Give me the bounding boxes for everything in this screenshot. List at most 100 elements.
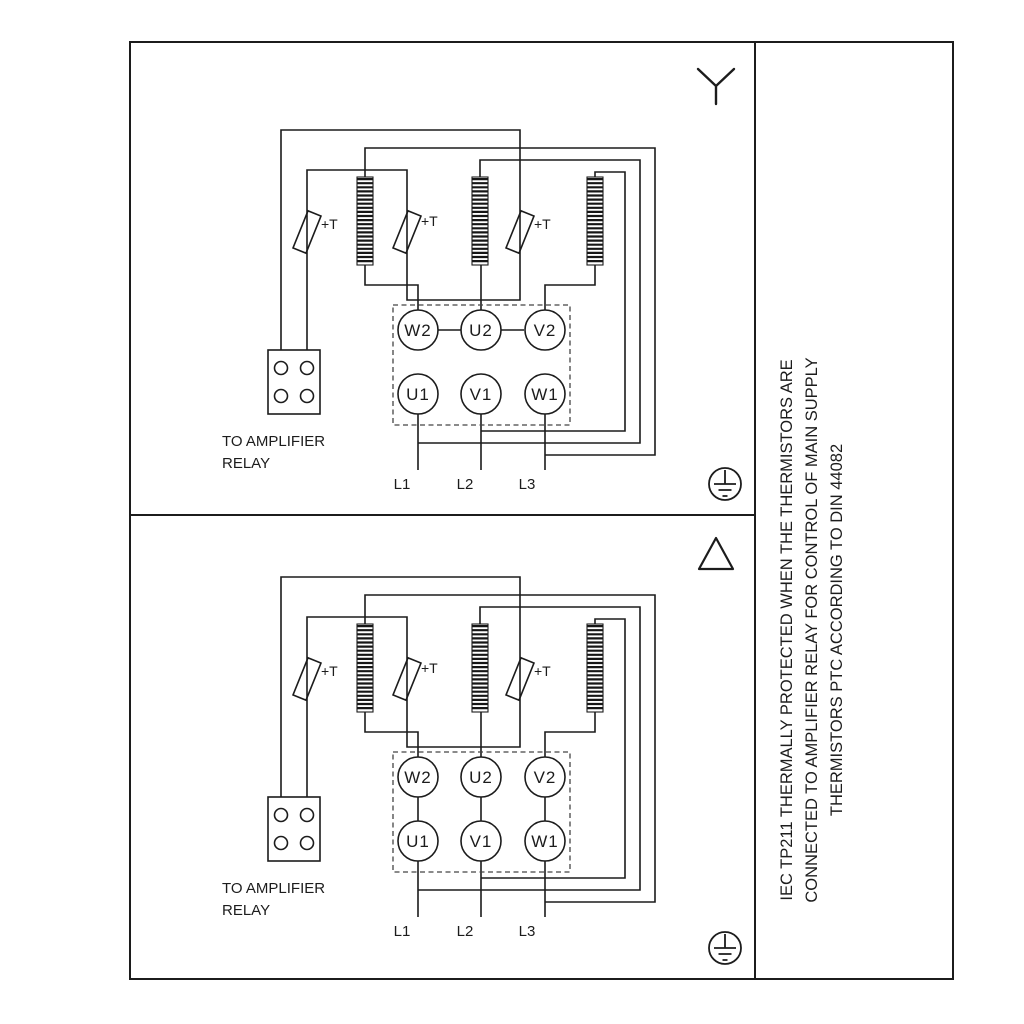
- terminal-u1: [397, 820, 439, 862]
- thermistor-label-1: +T: [321, 663, 338, 679]
- thermistor-label-3: +T: [534, 216, 551, 232]
- terminal-box: W2 U2 V2 U1 V1 W1: [392, 304, 571, 426]
- phase-label-l1: L1: [394, 476, 411, 493]
- winding-outline-3: [586, 623, 604, 713]
- terminal-label-v2: V2: [534, 321, 557, 340]
- thermistor-label-2: +T: [421, 213, 438, 229]
- phase-lead-wires: [417, 414, 546, 470]
- terminal-label-v1: V1: [470, 832, 493, 851]
- side-note: IEC TP211 THERMALLY PROTECTED WHEN THE T…: [778, 357, 846, 902]
- winding-outline-1: [356, 623, 374, 713]
- relay-box: [267, 349, 321, 415]
- relay-caption-line1: TO AMPLIFIER: [222, 433, 325, 450]
- thermistor-body-3: [504, 656, 536, 702]
- captions: TO AMPLIFIER RELAY L1 L2 L3: [222, 433, 535, 493]
- thermistor-body-2: [391, 209, 423, 255]
- winding-w-wrap-wire: [364, 147, 656, 456]
- phase-label-l1: L1: [394, 923, 411, 940]
- motor-windings: [356, 623, 604, 713]
- winding-outline-3: [586, 176, 604, 266]
- relay-pin: [299, 807, 315, 823]
- thermistor-chain-wire: [280, 129, 521, 350]
- winding-w-wrap-wire: [364, 594, 656, 903]
- relay-pin: [299, 835, 315, 851]
- star-symbol-icon: [696, 67, 736, 106]
- terminal-label-u2: U2: [469, 321, 493, 340]
- frame: [129, 41, 954, 980]
- captions: TO AMPLIFIER RELAY L1 L2 L3: [222, 880, 535, 940]
- wiring-section-delta: +T +T +T W2 U2: [222, 576, 656, 940]
- terminal-label-u1: U1: [406, 385, 430, 404]
- winding-outline-2: [471, 623, 489, 713]
- terminal-w2: [397, 756, 439, 798]
- relay-pin: [273, 807, 289, 823]
- thermistor-body-2: [391, 656, 423, 702]
- terminal-label-v1: V1: [470, 385, 493, 404]
- thermistor-body-3: [504, 209, 536, 255]
- relay-caption-line2: RELAY: [222, 455, 270, 472]
- terminal-v2: [524, 756, 566, 798]
- terminal-v2: [524, 309, 566, 351]
- terminal-label-v2: V2: [534, 768, 557, 787]
- thermistors: +T +T +T: [291, 656, 551, 702]
- terminal-u2: [460, 309, 502, 351]
- winding-outline-2: [471, 176, 489, 266]
- terminal-link-wires: [364, 712, 596, 757]
- winding-u-wrap-wire: [418, 159, 641, 444]
- motor-windings: [356, 176, 604, 266]
- terminal-u1: [397, 373, 439, 415]
- terminal-w2: [397, 309, 439, 351]
- terminal-u2: [460, 756, 502, 798]
- phase-label-l3: L3: [519, 923, 536, 940]
- thermistor-body-1: [291, 656, 323, 702]
- terminal-label-w1: W1: [531, 385, 559, 404]
- wiring-section-star: +T +T +T W2 U2: [222, 129, 656, 493]
- phase-lead-wires: [417, 861, 546, 917]
- terminal-label-w2: W2: [404, 321, 432, 340]
- ground-icon-bottom: [708, 931, 742, 965]
- outer-border: [129, 41, 954, 980]
- thermistors: +T +T +T: [291, 209, 551, 255]
- ground-icon-top: [708, 467, 742, 501]
- thermistor-label-2: +T: [421, 660, 438, 676]
- terminal-label-w1: W1: [531, 832, 559, 851]
- relay-pin: [273, 835, 289, 851]
- delta-symbol-icon: [697, 536, 735, 571]
- thermistor-label-1: +T: [321, 216, 338, 232]
- amplifier-relay-block: [267, 796, 321, 862]
- thermistor-label-3: +T: [534, 663, 551, 679]
- relay-pin: [299, 388, 315, 404]
- winding-v-wrap-wire: [481, 171, 626, 432]
- terminal-label-u2: U2: [469, 768, 493, 787]
- note-line-1: IEC TP211 THERMALLY PROTECTED WHEN THE T…: [778, 359, 796, 900]
- relay-pin: [299, 360, 315, 376]
- phase-label-l2: L2: [457, 476, 474, 493]
- phase-label-l2: L2: [457, 923, 474, 940]
- terminal-box-outline: [392, 751, 571, 873]
- terminal-link-wires: [364, 265, 596, 310]
- phase-label-l3: L3: [519, 476, 536, 493]
- winding-u-wrap-wire: [418, 606, 641, 891]
- winding-outline-1: [356, 176, 374, 266]
- relay-caption-line1: TO AMPLIFIER: [222, 880, 325, 897]
- thermistor-chain-wire: [280, 576, 521, 797]
- relay-caption-line2: RELAY: [222, 902, 270, 919]
- amplifier-relay-block: [267, 349, 321, 415]
- terminal-label-u1: U1: [406, 832, 430, 851]
- terminal-w1: [524, 820, 566, 862]
- relay-pin: [273, 388, 289, 404]
- relay-pin: [273, 360, 289, 376]
- terminal-label-w2: W2: [404, 768, 432, 787]
- delta-bridge-links: [417, 797, 546, 821]
- note-line-2: CONNECTED TO AMPLIFIER RELAY FOR CONTROL…: [803, 357, 821, 902]
- terminal-w1: [524, 373, 566, 415]
- terminal-v1: [460, 373, 502, 415]
- note-line-3: THERMISTORS PTC ACCORDING TO DIN 44082: [828, 444, 846, 816]
- relay-box: [267, 796, 321, 862]
- terminal-box: W2 U2 V2 U1 V1 W1: [392, 751, 571, 873]
- terminal-v1: [460, 820, 502, 862]
- thermistor-body-1: [291, 209, 323, 255]
- winding-v-wrap-wire: [481, 618, 626, 879]
